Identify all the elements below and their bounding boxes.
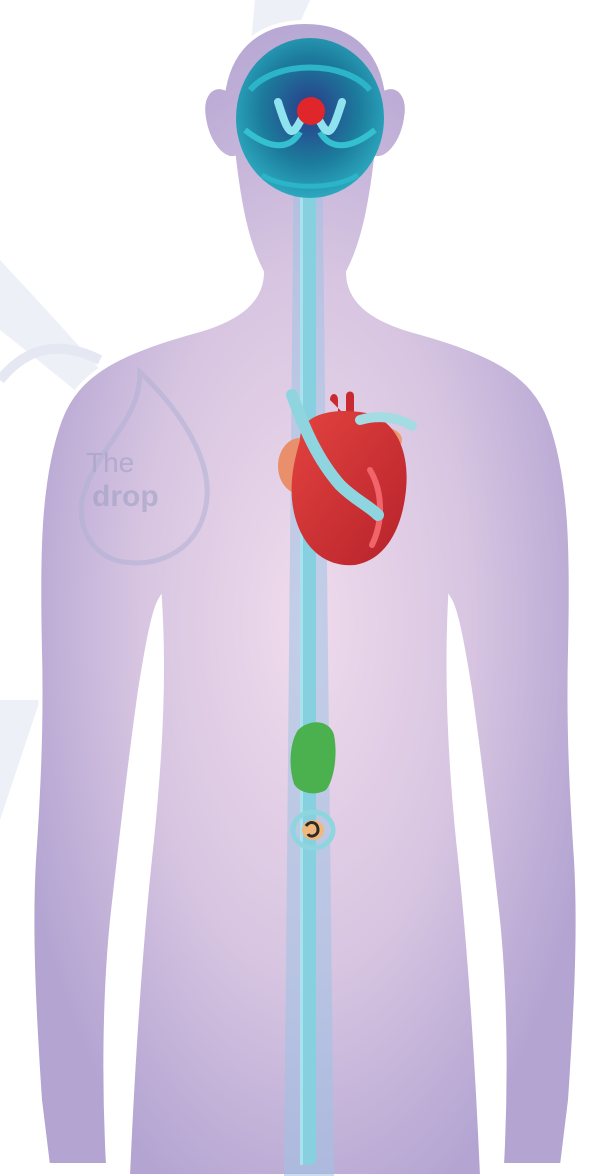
- brain-center-dot: [297, 97, 325, 125]
- brain-icon: [236, 38, 384, 198]
- logo-text-drop: drop: [92, 480, 159, 513]
- kidney-icon: [291, 722, 336, 793]
- logo-text-the: The: [86, 447, 134, 478]
